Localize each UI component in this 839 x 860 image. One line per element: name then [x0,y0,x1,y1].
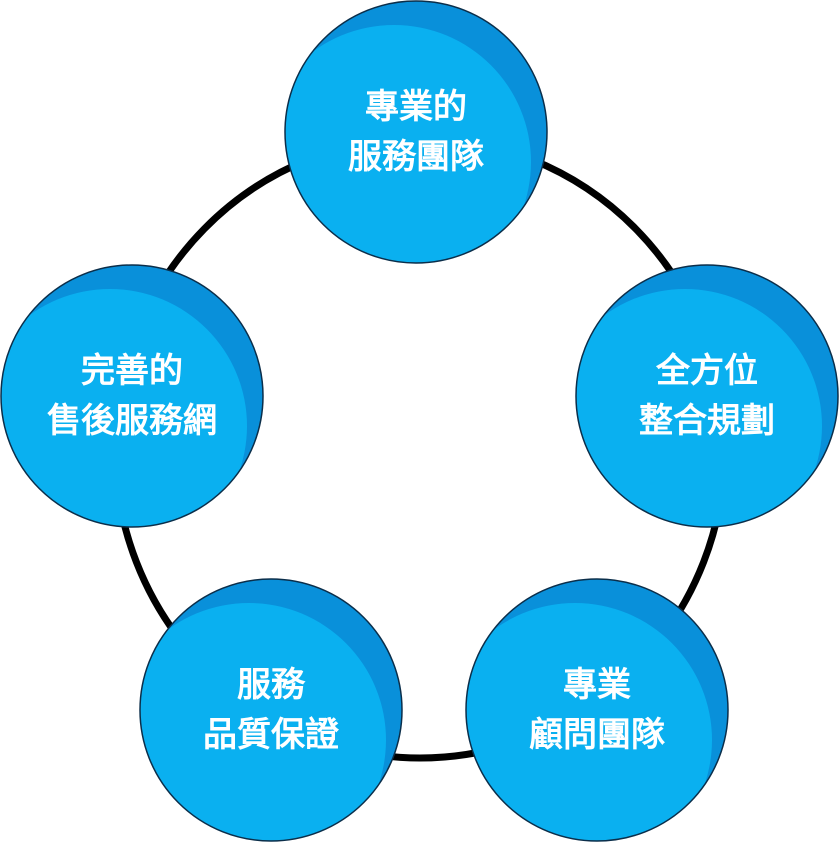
label-line: 整合規劃 [639,401,775,441]
node-label-team: 專業的 服務團隊 [301,82,531,182]
node-label-planning: 全方位 整合規劃 [592,346,822,446]
label-line: 顧問團隊 [529,715,665,755]
node-label-consultant: 專業 顧問團隊 [482,660,712,760]
label-line: 完善的 [81,351,183,391]
label-line: 專業 [563,665,631,705]
node-label-quality: 服務 品質保證 [156,660,386,760]
label-line: 全方位 [656,351,758,391]
label-line: 服務團隊 [348,137,484,177]
node-label-aftersales: 完善的 售後服務網 [17,346,247,446]
label-line: 售後服務網 [47,401,217,441]
label-line: 品質保證 [203,715,339,755]
label-line: 服務 [237,665,305,705]
label-line: 專業的 [365,87,467,127]
